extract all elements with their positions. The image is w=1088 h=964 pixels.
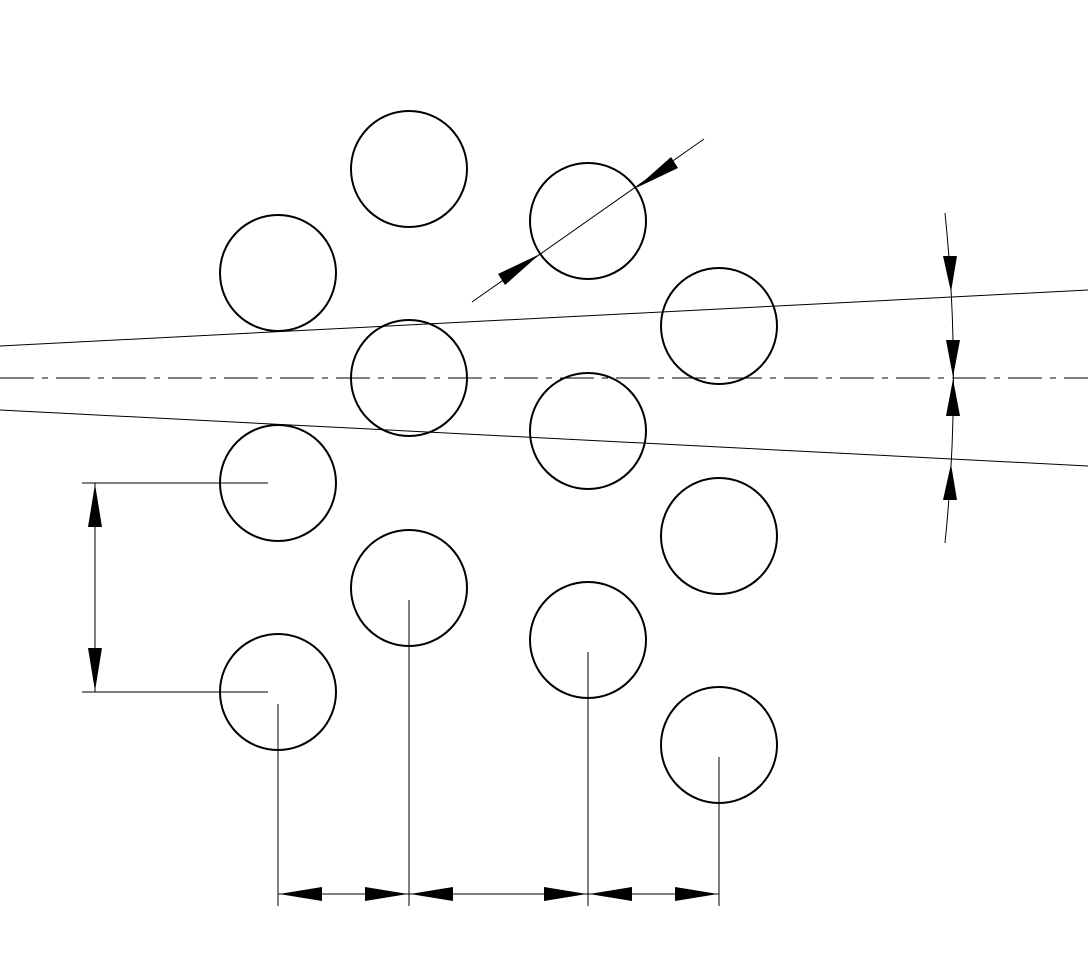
arrowhead-right	[675, 887, 718, 901]
hole-pattern	[219, 110, 778, 804]
arrowhead-left	[410, 887, 453, 901]
angle-arrowhead	[946, 340, 960, 377]
hole	[529, 162, 647, 280]
arrowhead-up	[88, 484, 102, 527]
hole	[219, 214, 337, 332]
arrowhead-left	[589, 887, 632, 901]
angle-boundary-lower	[0, 409, 1088, 467]
hole	[660, 477, 778, 595]
arrowhead-left	[279, 887, 322, 901]
angle-boundary-upper	[0, 289, 1088, 347]
hole	[660, 267, 778, 385]
hole	[529, 372, 647, 490]
angle-arrowhead	[943, 464, 957, 500]
diameter-arrowhead-upper	[636, 157, 678, 188]
angle-arrowhead	[946, 379, 960, 416]
diameter-dimension	[471, 138, 705, 303]
angular-dimension	[943, 212, 960, 544]
arrowhead-down	[88, 648, 102, 691]
arrowhead-right	[544, 887, 587, 901]
hole	[350, 110, 468, 228]
hole	[350, 319, 468, 437]
horizontal-chain-dimension	[277, 600, 720, 906]
angle-arrowhead	[943, 256, 957, 292]
diameter-arrowhead-lower	[498, 254, 540, 285]
arrowhead-right	[365, 887, 408, 901]
vertical-pitch-dimension	[82, 482, 268, 693]
